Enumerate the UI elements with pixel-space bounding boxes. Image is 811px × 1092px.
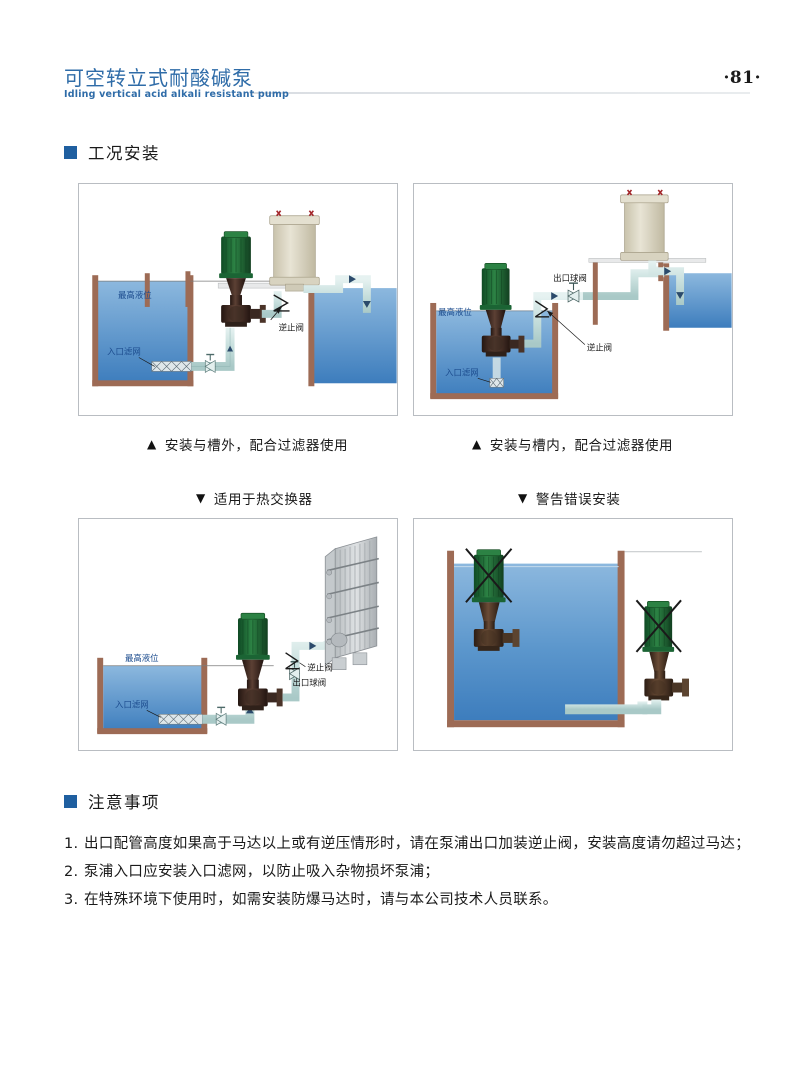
- note-number: 1.: [64, 836, 79, 852]
- pump-unit: [236, 612, 283, 711]
- outlet-ball-valve: [288, 661, 301, 681]
- label-check-valve: 逆止阀: [279, 323, 304, 333]
- check-valve-symbol: [285, 652, 300, 670]
- x-mark-icon: [465, 548, 513, 603]
- note-number: 3.: [64, 892, 79, 908]
- list-item: 2. 泵浦入口应安装入口滤网，以防止吸入杂物损坏泵浦；: [64, 858, 754, 886]
- pump-unit: [219, 231, 266, 327]
- note-number: 2.: [64, 864, 79, 880]
- triangle-down-icon: ▼: [196, 491, 206, 505]
- suction-valve: [204, 353, 216, 373]
- label-check-valve: 逆止阀: [587, 343, 612, 353]
- figure-caption-3-text: 适用于热交换器: [213, 492, 313, 508]
- section-heading-notes-label: 注意事项: [88, 793, 160, 812]
- label-check-valve: 逆止阀: [307, 663, 332, 673]
- left-tank: [92, 275, 194, 387]
- label-liquid-level: 最高液位: [118, 290, 152, 300]
- list-item: 1. 出口配管高度如果高于马达以上或有逆压情形时，请在泵浦出口加装逆止阀，安装高…: [64, 830, 754, 858]
- inlet-strainer-element: [158, 714, 203, 725]
- label-outlet-ball-valve: 出口球阀: [293, 678, 327, 688]
- blue-square-icon: [64, 794, 77, 808]
- pump-unit-outside: [635, 599, 689, 701]
- section-heading-installation: 工况安装: [64, 140, 160, 164]
- figure-caption-4: ▼ 警告错误安装: [518, 488, 620, 508]
- page-header: 可空转立式耐酸碱泵 Idling vertical acid alkali re…: [0, 62, 811, 112]
- label-inlet-strainer: 入口滤网: [107, 347, 141, 357]
- header-title-cn: 可空转立式耐酸碱泵: [64, 66, 253, 90]
- pump-unit-submerged: [465, 548, 520, 651]
- notes-list: 1. 出口配管高度如果高于马达以上或有逆压情形时，请在泵浦出口加装逆止阀，安装高…: [64, 830, 754, 914]
- check-valve-symbol: [534, 300, 550, 318]
- note-text: 出口配管高度如果高于马达以上或有逆压情形时，请在泵浦出口加装逆止阀，安装高度请勿…: [84, 836, 750, 852]
- figure-install-inside-tank: 最高液位 入口滤网 出口球阀 逆止阀: [413, 183, 733, 416]
- figure-warning-wrong-install: [413, 518, 733, 751]
- label-liquid-level: 最高液位: [125, 653, 159, 663]
- triangle-up-icon: ▲: [147, 437, 157, 451]
- label-inlet-strainer: 入口滤网: [445, 367, 479, 377]
- figure-caption-1: ▲ 安装与槽外，配合过滤器使用: [147, 434, 348, 454]
- figure-caption-2-text: 安装与槽内，配合过滤器使用: [489, 438, 674, 454]
- figure-heat-exchanger: 最高液位 入口滤网 逆止阀 出口球阀: [78, 518, 398, 751]
- figure-caption-2: ▲ 安装与槽内，配合过滤器使用: [472, 434, 673, 454]
- note-text: 泵浦入口应安装入口滤网，以防止吸入杂物损坏泵浦；: [84, 864, 440, 880]
- inlet-strainer-element: [151, 361, 192, 372]
- header-rule: [250, 92, 750, 94]
- suction-valve: [215, 706, 227, 726]
- plate-heat-exchanger: [324, 536, 379, 670]
- outlet-ball-valve: [567, 282, 580, 303]
- right-tank: [308, 275, 397, 387]
- label-liquid-level: 最高液位: [438, 307, 472, 317]
- figure-caption-1-text: 安装与槽外，配合过滤器使用: [164, 438, 349, 454]
- filter-housing: [620, 189, 669, 261]
- filter-housing: [269, 210, 320, 292]
- triangle-up-icon: ▲: [472, 437, 482, 451]
- section-heading-notes: 注意事项: [64, 789, 160, 813]
- label-inlet-strainer: 入口滤网: [115, 699, 149, 709]
- header-title-en: Idling vertical acid alkali resistant pu…: [64, 89, 289, 100]
- x-mark-icon: [635, 599, 682, 653]
- blue-square-icon: [64, 145, 77, 159]
- triangle-down-icon: ▼: [518, 491, 528, 505]
- list-item: 3. 在特殊环境下使用时，如需安装防爆马达时，请与本公司技术人员联系。: [64, 886, 754, 914]
- section-heading-installation-label: 工况安装: [88, 144, 160, 163]
- page-number: ·81·: [723, 68, 761, 88]
- inlet-strainer-element: [489, 357, 504, 388]
- figure-install-outside-tank: 最高液位 入口滤网 逆止阀: [78, 183, 398, 416]
- figure-caption-3: ▼ 适用于热交换器: [196, 488, 313, 508]
- figure-caption-4-text: 警告错误安装: [535, 492, 621, 508]
- label-outlet-ball-valve: 出口球阀: [553, 273, 587, 283]
- pump-unit: [479, 263, 525, 357]
- left-tank: [97, 657, 208, 735]
- note-text: 在特殊环境下使用时，如需安装防爆马达时，请与本公司技术人员联系。: [84, 892, 558, 908]
- tank: [447, 550, 625, 728]
